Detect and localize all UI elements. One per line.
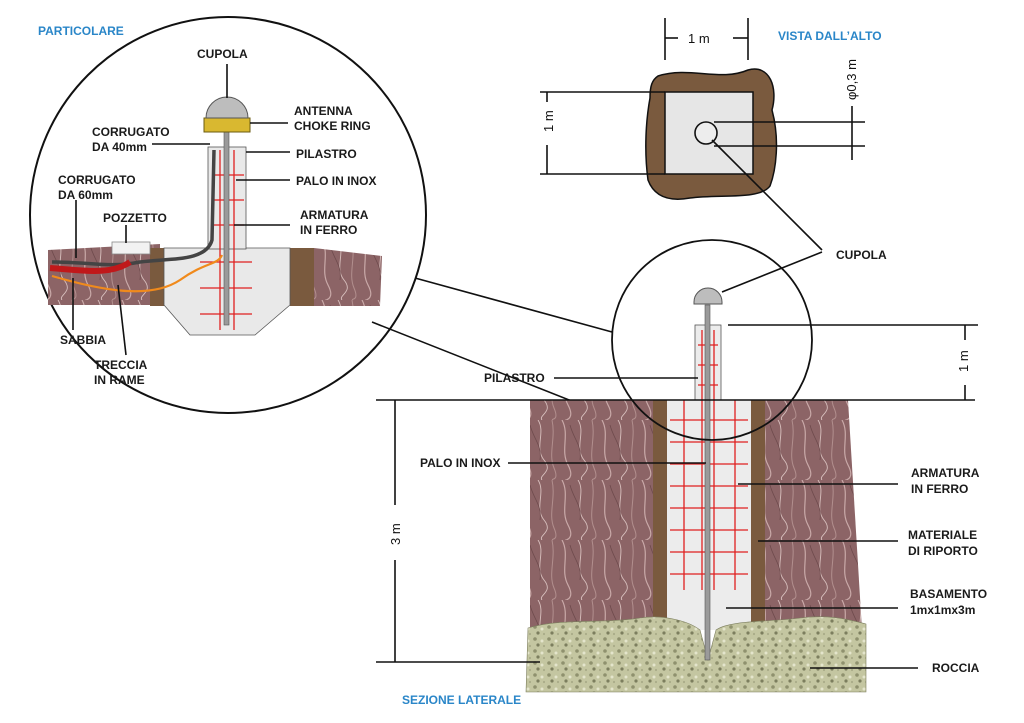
label-treccia-1: TRECCIA: [94, 358, 148, 372]
detail-corrugato-60: [49, 259, 132, 274]
top-view-pillar: [694, 121, 718, 145]
detail-corrugato-40: [51, 149, 216, 267]
detail-rock-left: [48, 244, 160, 305]
title-vista-alto: VISTA DALL’ALTO: [778, 29, 882, 43]
label-section-palo-inox: PALO IN INOX: [420, 456, 500, 470]
title-particolare: PARTICOLARE: [38, 24, 124, 38]
section-soil-left: [653, 400, 667, 630]
label-roccia: ROCCIA: [932, 661, 980, 675]
label-pozzetto: POZZETTO: [103, 211, 167, 225]
label-treccia-2: IN RAME: [94, 373, 145, 387]
detail-pozzetto: [111, 241, 151, 255]
detail-choke-ring: [203, 117, 251, 133]
dim-top-height: 1 m: [541, 110, 556, 132]
detail-leader-lines: [72, 64, 290, 356]
section-roccia: [525, 616, 867, 693]
section-rock-right: [765, 400, 862, 630]
label-detail-armatura-1: ARMATURA: [300, 208, 369, 222]
label-materiale-1: MATERIALE: [908, 528, 977, 542]
side-section: [525, 239, 867, 693]
label-antenna-2: CHOKE RING: [294, 119, 371, 133]
label-detail-pilastro: PILASTRO: [296, 147, 357, 161]
top-view-dimensions: [540, 18, 865, 175]
section-cupola: [693, 287, 723, 305]
section-rock-left: [530, 400, 653, 630]
section-magnify-circle: [611, 239, 813, 441]
label-materiale-2: DI RIPORTO: [908, 544, 978, 558]
label-antenna-1: ANTENNA: [294, 104, 353, 118]
detail-soil-right: [290, 248, 314, 306]
label-corrugato40-2: DA 40mm: [92, 140, 147, 154]
dim-top-diameter: φ0,3 m: [844, 59, 859, 100]
section-dimension-lines: [376, 324, 978, 669]
detail-soil-left: [150, 248, 164, 306]
label-corrugato40-1: CORRUGATO: [92, 125, 170, 139]
dim-top-width: 1 m: [688, 31, 710, 46]
detail-steel-pole: [223, 129, 230, 326]
connector-upper: [414, 277, 613, 333]
label-corrugato60-2: DA 60mm: [58, 188, 113, 202]
detail-treccia-rame: [51, 254, 224, 293]
label-sabbia: SABBIA: [60, 333, 106, 347]
top-view: 1 m 1 m φ0,3 m: [540, 18, 865, 200]
label-basamento-1: BASAMENTO: [910, 587, 987, 601]
label-section-pilastro: PILASTRO: [484, 371, 545, 385]
detail-rock-right: [314, 248, 382, 306]
detail-cupola: [205, 96, 249, 119]
leader-section-cupola: [721, 251, 823, 293]
section-steel-pole: [704, 304, 711, 661]
section-soil-right: [751, 400, 765, 630]
label-corrugato60-1: CORRUGATO: [58, 173, 136, 187]
label-section-armatura-2: IN FERRO: [911, 482, 968, 496]
title-sezione-laterale: SEZIONE LATERALE: [402, 693, 521, 707]
detail-view: CUPOLA ANTENNA CHOKE RING CORRUGATO DA 4…: [29, 16, 427, 414]
leader-top-cupola: [711, 139, 823, 251]
label-detail-cupola: CUPOLA: [197, 47, 248, 61]
dim-depth: 3 m: [388, 523, 403, 545]
label-section-armatura-1: ARMATURA: [911, 466, 980, 480]
dim-pillar-height: 1 m: [956, 350, 971, 372]
label-basamento-2: 1mx1mx3m: [910, 603, 975, 617]
label-section-cupola: CUPOLA: [836, 248, 887, 262]
label-detail-armatura-2: IN FERRO: [300, 223, 357, 237]
label-detail-palo-inox: PALO IN INOX: [296, 174, 376, 188]
